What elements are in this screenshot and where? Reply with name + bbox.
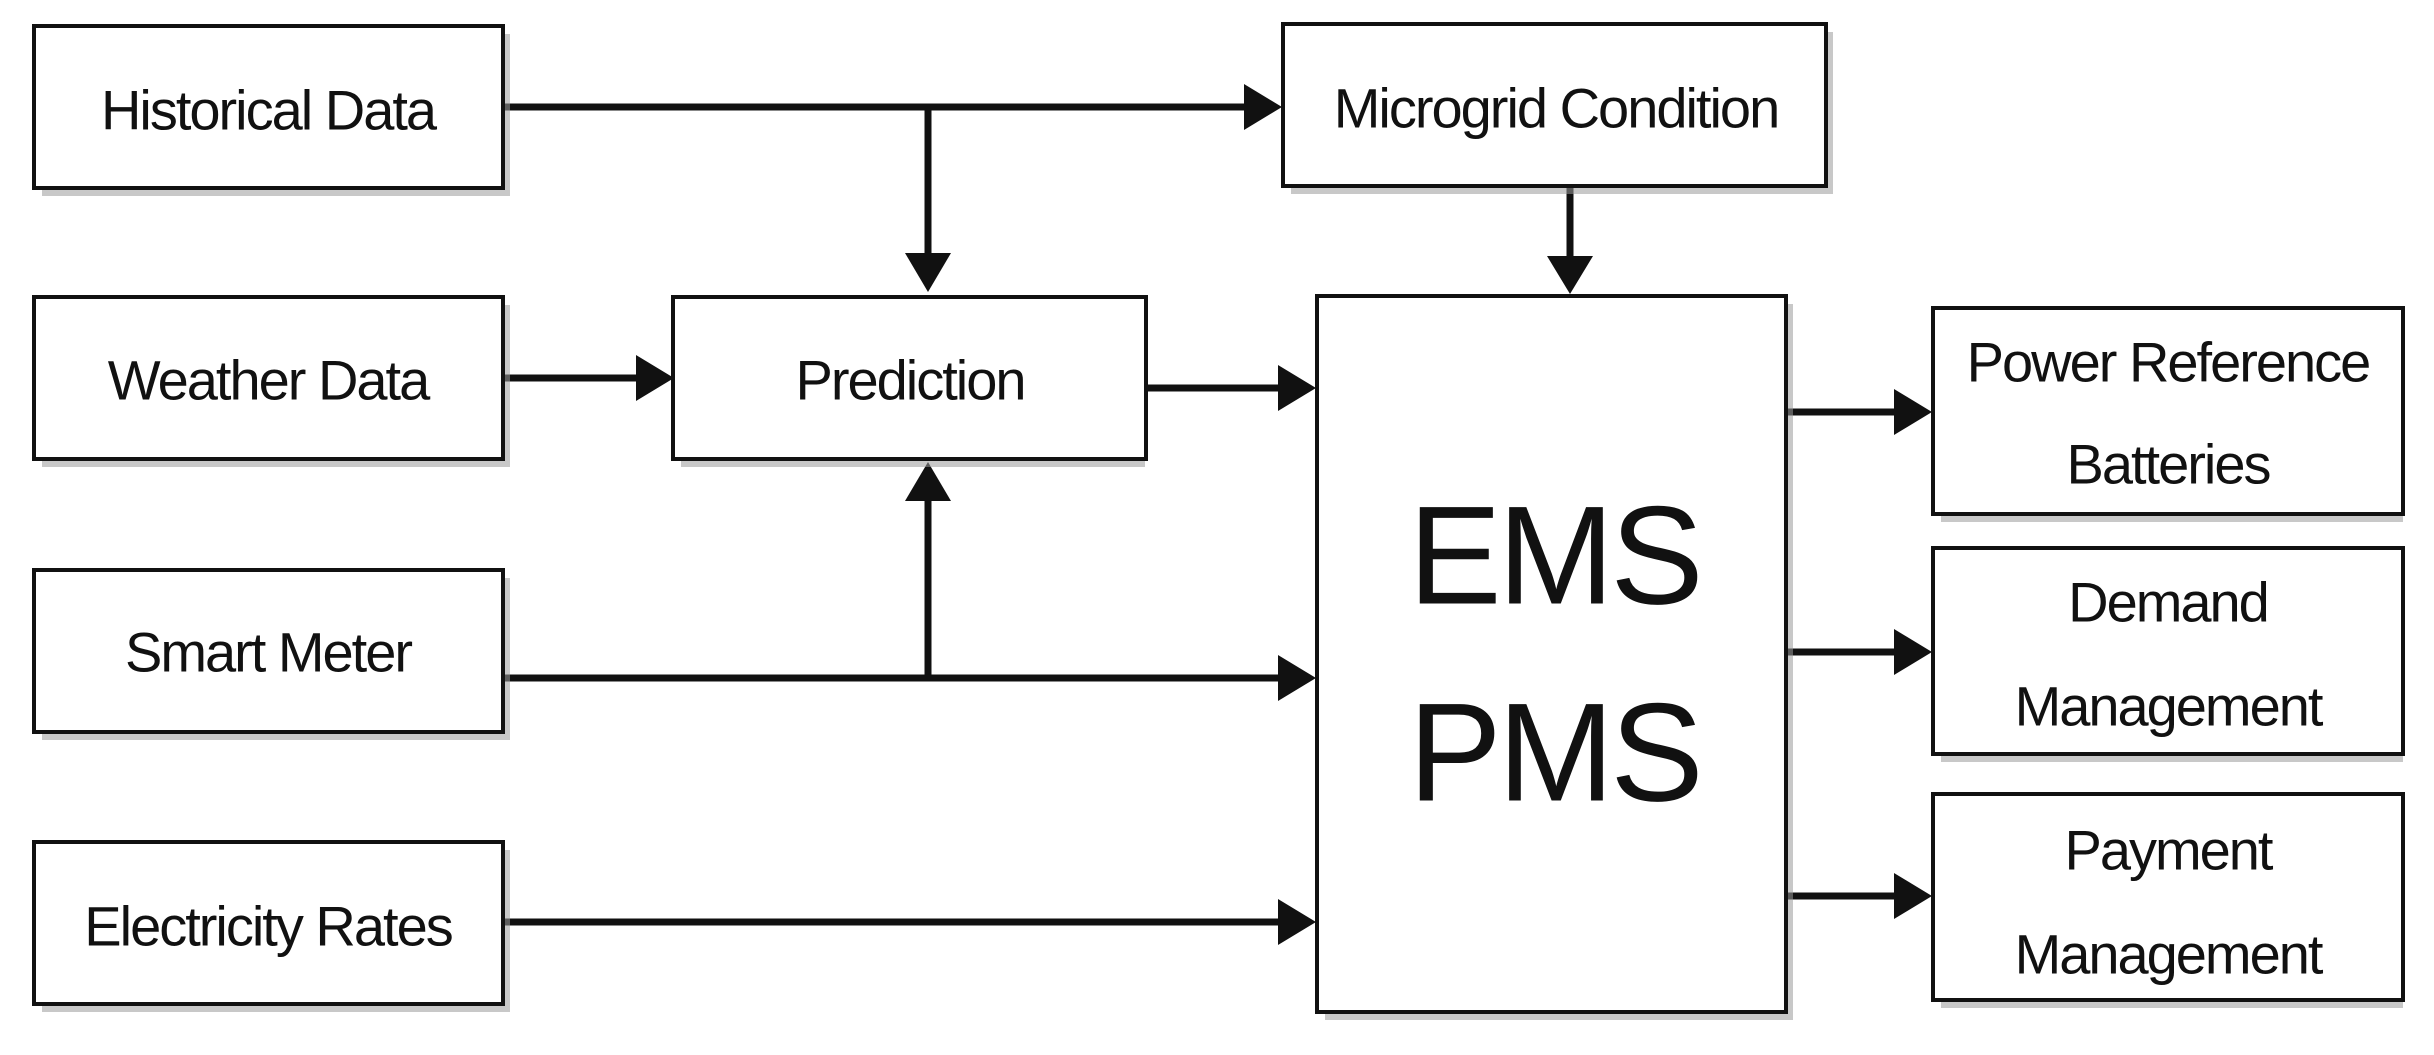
payment-management-label-line2: Management [2015,923,2324,986]
arrowhead-prediction-left [636,355,674,401]
arrowhead-microgrid [1244,84,1282,130]
prediction-box: Prediction [671,295,1148,467]
arrowhead-prediction-bottom [905,462,951,501]
arrowhead-payment [1894,873,1932,919]
arrowhead-demand [1894,629,1932,675]
demand-management-label-line2: Management [2015,675,2324,738]
arrowhead-ems-rates [1278,899,1316,945]
arrowhead-ems-smartmeter [1278,655,1316,701]
electricity-rates-label: Electricity Rates [84,895,451,958]
ems-label: EMS [1408,477,1699,634]
ems-pms-box: EMS PMS [1315,294,1793,1020]
smart-meter-box: Smart Meter [32,568,510,740]
prediction-label: Prediction [795,349,1024,412]
power-reference-label-line1: Power Reference [1967,331,2370,394]
historical-data-label: Historical Data [101,79,438,142]
microgrid-condition-label: Microgrid Condition [1334,77,1778,140]
demand-management-box: Demand Management [1931,546,2405,762]
weather-data-box: Weather Data [32,295,510,467]
payment-management-label-line1: Payment [2065,819,2274,882]
power-reference-label-line2: Batteries [2067,433,2270,496]
weather-data-label: Weather Data [108,349,431,412]
power-reference-box: Power Reference Batteries [1931,306,2405,522]
pms-label: PMS [1408,674,1699,831]
arrowhead-power-reference [1894,389,1932,435]
payment-management-box: Payment Management [1931,792,2405,1008]
arrowhead-ems-top [1547,256,1593,294]
arrowhead-ems-prediction [1278,365,1316,411]
electricity-rates-box: Electricity Rates [32,840,510,1012]
smart-meter-label: Smart Meter [125,621,412,684]
connectors [503,84,1932,945]
historical-data-box: Historical Data [32,24,510,196]
demand-management-label-line1: Demand [2068,571,2268,634]
microgrid-condition-box: Microgrid Condition [1281,22,1833,194]
arrowhead-prediction-top [905,253,951,292]
